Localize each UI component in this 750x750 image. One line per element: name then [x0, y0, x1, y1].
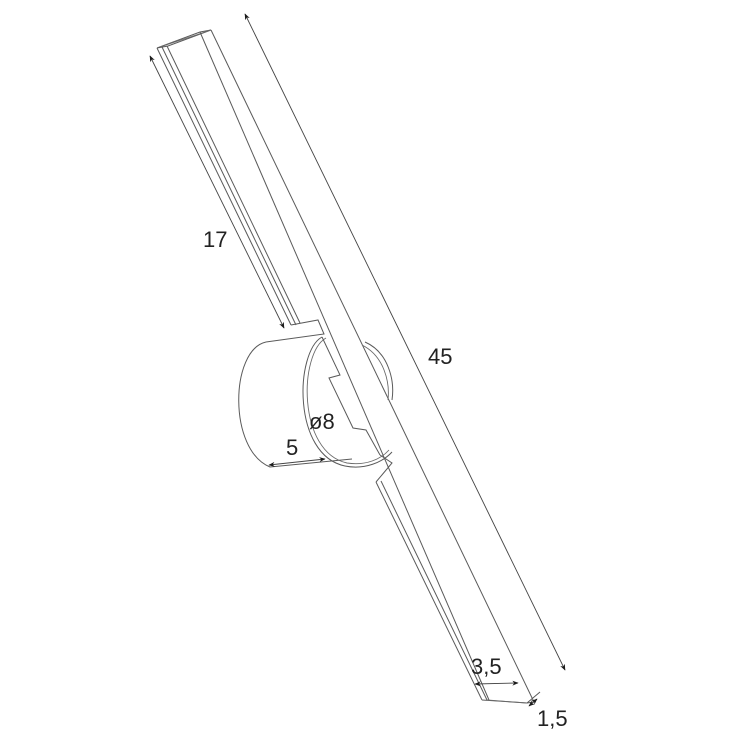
label-mount-diameter: ø8 [309, 409, 335, 434]
dimension-line-3-5 [474, 680, 519, 687]
bar-body [156, 29, 541, 704]
label-total-length: 45 [428, 344, 453, 369]
label-upper-arm-length: 17 [203, 227, 228, 252]
label-profile-width: 3,5 [471, 654, 502, 679]
wall-mount [238, 319, 394, 483]
label-mount-depth: 5 [286, 435, 299, 460]
label-profile-height: 1,5 [537, 706, 568, 731]
dimension-line-5 [268, 457, 326, 467]
dimension-line-1-5 [528, 698, 538, 707]
dimension-line-45 [244, 13, 566, 671]
dimension-line-17 [149, 55, 285, 329]
